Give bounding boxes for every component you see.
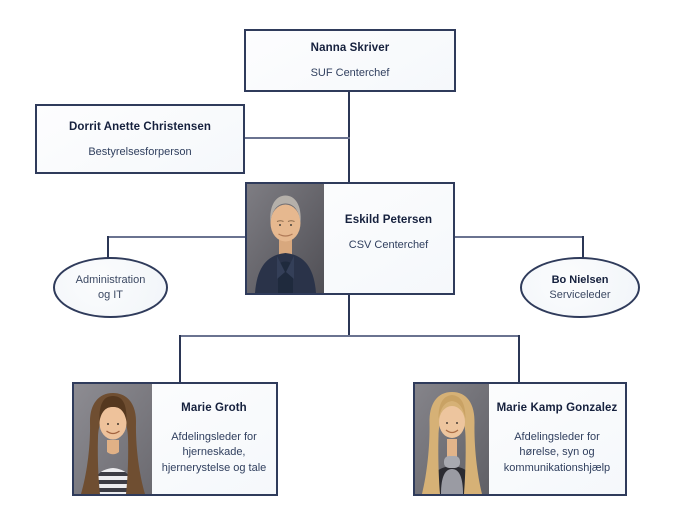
connector-branch-left [179, 335, 181, 383]
eskild-photo [247, 184, 324, 293]
connector-branch [179, 335, 520, 337]
connector-right-stub [582, 236, 584, 259]
ellipse-label-line: Administration [75, 273, 146, 286]
person-name: Marie Kamp Gonzalez [496, 402, 618, 415]
person-name: Marie Groth [181, 402, 247, 415]
person-title: Serviceleder [549, 288, 611, 301]
connector-trunk-bottom [348, 294, 350, 337]
person-title: SUF Centerchef [310, 67, 390, 79]
node-nanna-skriver[interactable]: Nanna Skriver SUF Centerchef [244, 29, 456, 92]
connector-right [454, 236, 584, 238]
node-eskild-petersen[interactable]: Eskild Petersen CSV Centerchef [245, 182, 455, 295]
marie-kamp-photo [415, 384, 489, 494]
person-title: CSV Centerchef [348, 239, 429, 251]
connector-dorrit [244, 137, 350, 139]
person-name: Dorrit Anette Christensen [68, 120, 211, 133]
node-marie-groth[interactable]: Marie Groth Afdelingsleder for hjerneska… [72, 382, 278, 496]
person-title: Afdelingsleder for hørelse, syn og kommu… [503, 431, 611, 474]
ellipse-label-line: og IT [97, 288, 124, 301]
person-title: Afdelingsleder for hjerneskade, hjernery… [161, 431, 267, 474]
node-administration-it[interactable]: Administration og IT [53, 257, 168, 318]
person-name: Eskild Petersen [344, 214, 433, 226]
node-marie-kamp-gonzalez[interactable]: Marie Kamp Gonzalez Afdelingsleder for h… [413, 382, 627, 496]
connector-left [107, 236, 247, 238]
marie-groth-photo [74, 384, 152, 494]
node-dorrit-christensen[interactable]: Dorrit Anette Christensen Bestyrelsesfor… [35, 104, 245, 174]
person-name: Bo Nielsen [551, 273, 609, 286]
person-title: Bestyrelsesforperson [88, 145, 192, 158]
node-bo-nielsen[interactable]: Bo Nielsen Serviceleder [520, 257, 640, 318]
connector-left-stub [107, 236, 109, 259]
person-name: Nanna Skriver [310, 42, 390, 54]
connector-branch-right [518, 335, 520, 383]
